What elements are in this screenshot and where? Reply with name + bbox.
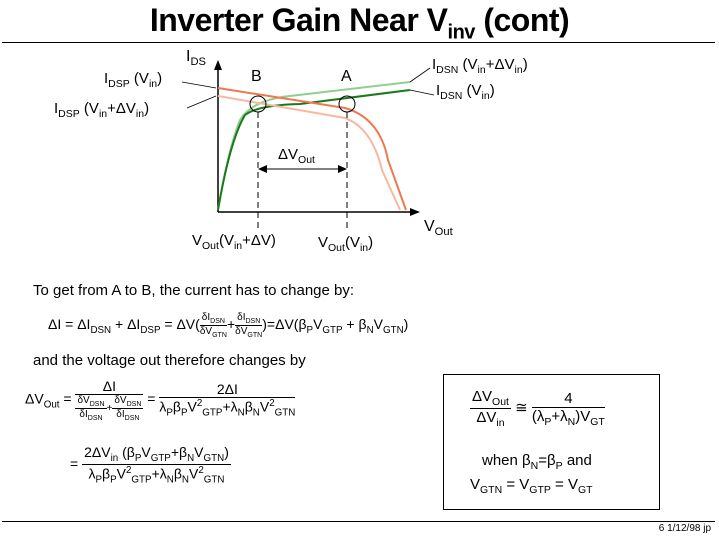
footer-divider	[2, 521, 715, 522]
text-line-1: To get from A to B, the current has to c…	[33, 282, 355, 299]
box-vgt: VGTN = VGTP = VGT	[470, 476, 593, 496]
point-a-label: A	[341, 68, 352, 85]
idsp-vin-leader	[181, 81, 217, 89]
title-divider	[2, 42, 715, 43]
idsn-dvin-label: IDSN (Vin+ΔVin)	[432, 56, 528, 76]
text-line-2: and the voltage out therefore changes by	[33, 352, 306, 369]
idsp-vin-curve	[217, 87, 407, 211]
iv-graph	[181, 60, 435, 232]
delta-vout-label: ΔVOut	[278, 146, 315, 166]
box-condition: when βN=βP and	[482, 452, 592, 472]
y-axis-arrow	[214, 60, 222, 70]
equation-delta-vout-2: = 2ΔVin (βPVGTP+βNVGTN) λPβPV2GTP+λNβNV2…	[70, 444, 231, 486]
idsp-dvin-curve	[217, 95, 401, 211]
vout-b-label: VOut(Vin+ΔV)	[192, 232, 276, 252]
gain-result-box	[443, 374, 660, 510]
slide-title: Inverter Gain Near Vinv (cont)	[149, 2, 570, 44]
x-axis-label: VOut	[424, 218, 453, 239]
y-axis-label: IDS	[186, 48, 206, 69]
slide-footer: 6 1/12/98 jp	[658, 523, 711, 534]
point-b-label: B	[251, 68, 262, 85]
idsp-dvin-leader	[186, 95, 217, 109]
idsp-vin-label: IDSP (Vin)	[104, 70, 163, 90]
idsn-vin-leader	[409, 89, 435, 96]
idsn-dvin-leader	[409, 67, 431, 83]
idsn-vin-label: IDSN (Vin)	[436, 82, 495, 102]
idsn-vin-curve	[217, 89, 411, 211]
vout-a-label: VOut(Vin)	[318, 234, 374, 254]
idsp-dvin-label: IDSP (Vin+ΔVin)	[54, 100, 150, 120]
x-axis-arrow	[410, 208, 420, 216]
